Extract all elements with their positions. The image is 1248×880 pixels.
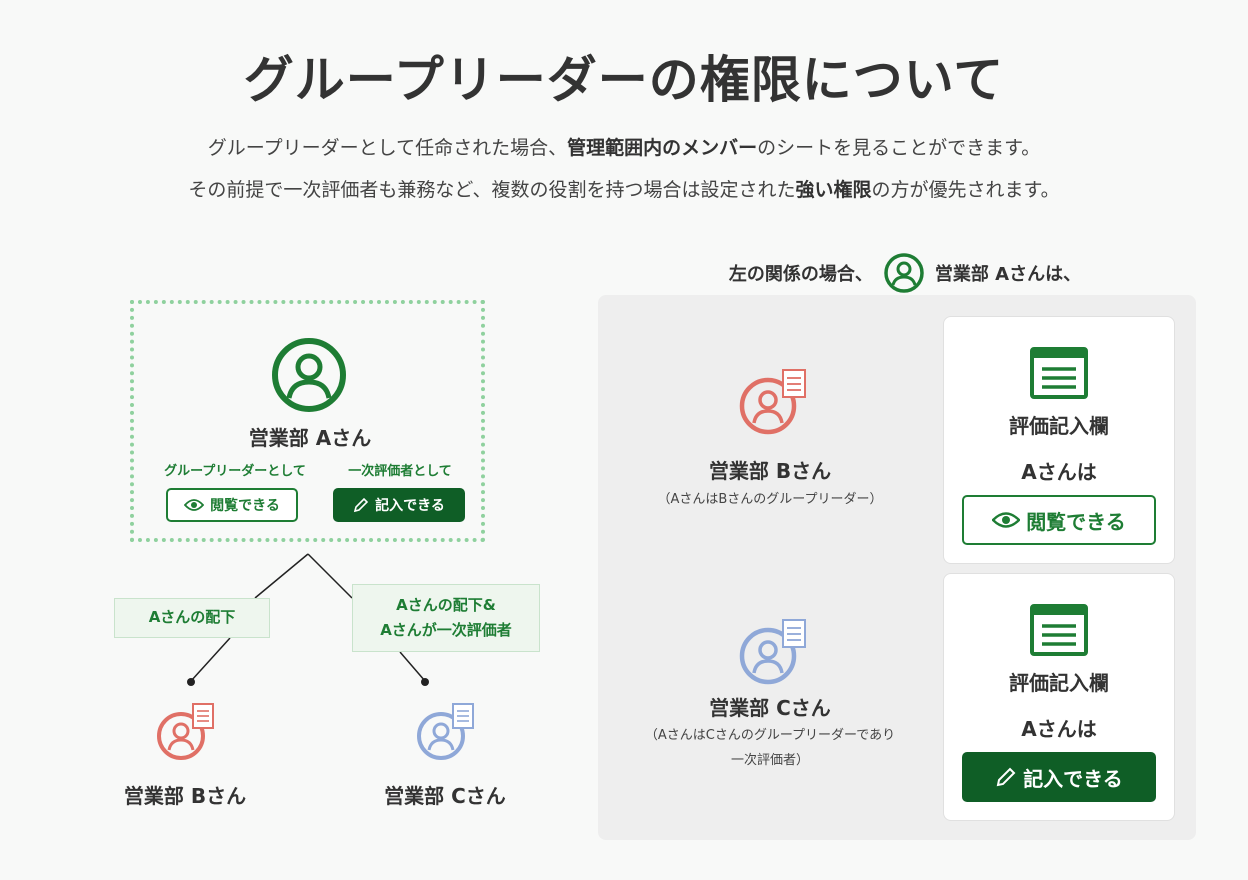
member-c-icon xyxy=(417,703,474,760)
tag-subordinate-evaluator: Aさんの配下& Aさんが一次評価者 xyxy=(352,584,540,652)
row-c-name: 営業部 Cさん xyxy=(709,696,831,720)
row-c-note: （AさんはCさんのグループリーダーであり 一次評価者） xyxy=(644,728,896,768)
row-b-view-button[interactable]: 閲覧できる xyxy=(962,495,1156,545)
row-b-name: 営業部 Bさん xyxy=(708,459,832,483)
row-b-card-subject: Aさんは xyxy=(1021,460,1097,484)
eye-icon xyxy=(184,499,205,511)
pencil-icon xyxy=(354,497,369,513)
leader-name: 営業部 Aさん xyxy=(248,426,372,450)
page-title: グループリーダーの権限について xyxy=(243,51,1005,109)
relation-heading: 左の関係の場合、 営業部 Aさんは、 xyxy=(640,252,1170,294)
tag-subordinate: Aさんの配下 xyxy=(114,598,270,638)
lead-line-1: グループリーダーとして任命された場合、管理範囲内のメンバーのシートを見ることがで… xyxy=(207,137,1041,159)
row-c-edit-button[interactable]: 記入できる xyxy=(962,752,1156,802)
row-b-note: （AさんはBさんのグループリーダー） xyxy=(657,492,883,507)
view-button[interactable]: 閲覧できる xyxy=(166,488,298,522)
member-b-icon xyxy=(739,369,806,435)
row-b-card-title: 評価記入欄 xyxy=(1009,414,1109,438)
leader-group-box xyxy=(130,300,485,542)
row-c-card-subject: Aさんは xyxy=(1021,717,1097,741)
eye-icon xyxy=(992,512,1021,528)
edit-button[interactable]: 記入できる xyxy=(333,488,465,522)
form-icon xyxy=(1030,604,1088,656)
form-icon xyxy=(1030,347,1088,399)
lead-line-2: その前提で一次評価者も兼務など、複数の役割を持つ場合は設定された強い権限の方が優… xyxy=(188,179,1060,201)
role-evaluator-caption: 一次評価者として xyxy=(348,464,452,479)
user-icon xyxy=(884,253,924,293)
pencil-icon xyxy=(996,767,1016,787)
member-b-label: 営業部 Bさん xyxy=(123,784,247,808)
row-c-card-title: 評価記入欄 xyxy=(1009,671,1109,695)
user-icon xyxy=(272,338,346,412)
member-b-icon xyxy=(157,703,214,760)
member-c-label: 営業部 Cさん xyxy=(384,784,506,808)
member-c-icon xyxy=(739,619,806,685)
role-leader-caption: グループリーダーとして xyxy=(164,464,306,479)
